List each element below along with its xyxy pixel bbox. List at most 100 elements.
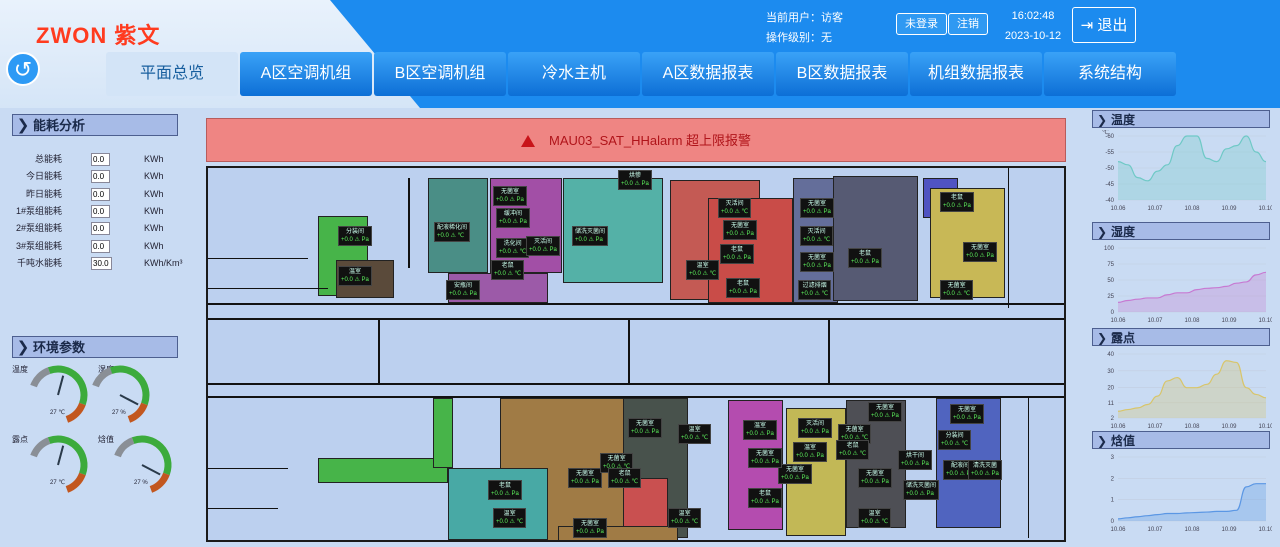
- tab-b-report[interactable]: B区数据报表: [776, 52, 908, 96]
- room-name: 分装间: [945, 433, 964, 439]
- room-sensor[interactable]: 无菌室+0.0 ⚠ ℃: [940, 280, 974, 300]
- room-name: 老鼠: [858, 251, 871, 257]
- energy-unit: KWh/Km³: [144, 257, 183, 268]
- room-sensor[interactable]: 老鼠+0.0 ⚠ ℃: [491, 260, 525, 280]
- room-sensor[interactable]: 温室+0.0 ⚠ Pa: [743, 420, 777, 440]
- sensor-reading: +0.0 ⚠ Pa: [571, 479, 599, 485]
- room-sensor[interactable]: 缓冲间+0.0 ⚠ Pa: [496, 208, 530, 228]
- energy-unit: KWh: [144, 154, 164, 164]
- clock: 16:02:48 2023-10-12: [1004, 6, 1062, 46]
- map-room[interactable]: [318, 458, 448, 483]
- gauge-arc: [65, 402, 86, 423]
- energy-unit: KWh: [144, 171, 164, 182]
- tab-chiller[interactable]: 冷水主机: [508, 52, 640, 96]
- room-sensor[interactable]: 分装间+0.0 ⚠ Pa: [338, 226, 372, 246]
- room-sensor[interactable]: 灭活间+0.0 ⚠ Pa: [798, 418, 832, 438]
- room-sensor[interactable]: 灭活间+0.0 ⚠ ℃: [718, 198, 752, 218]
- tab-a-ahu[interactable]: A区空调机组: [240, 52, 372, 96]
- room-sensor[interactable]: 无菌室+0.0 ⚠ Pa: [568, 468, 602, 488]
- map-wall: [208, 468, 288, 469]
- room-name: 无菌室: [785, 467, 804, 473]
- room-name: 温室: [678, 511, 691, 517]
- room-sensor[interactable]: 老鼠+0.0 ⚠ Pa: [726, 278, 760, 298]
- sensor-reading: +0.0 ⚠ Pa: [781, 475, 809, 481]
- room-sensor[interactable]: 配液稀化间+0.0 ⚠ ℃: [434, 222, 471, 242]
- room-name: 无菌室: [970, 245, 989, 251]
- room-sensor[interactable]: 清洗灭菌+0.0 ⚠ Pa: [968, 460, 1002, 480]
- series-area: [1118, 136, 1266, 200]
- room-name: 老鼠: [758, 491, 771, 497]
- gauge-value: 27 ℃: [50, 479, 65, 486]
- tab-system-structure[interactable]: 系统结构: [1044, 52, 1176, 96]
- tab-unit-report[interactable]: 机组数据报表: [910, 52, 1042, 96]
- room-sensor[interactable]: 老鼠+0.0 ⚠ Pa: [848, 248, 882, 268]
- sensor-reading: +0.0 ⚠ Pa: [499, 219, 527, 225]
- back-icon[interactable]: ↺: [6, 52, 40, 86]
- y-tick-label: 40: [1107, 352, 1114, 358]
- sensor-reading: +0.0 ⚠ Pa: [796, 453, 824, 459]
- series-line: [1117, 135, 1267, 182]
- room-sensor[interactable]: 分装间+0.0 ⚠ ℃: [938, 430, 972, 450]
- room-sensor[interactable]: 老鼠+0.0 ⚠ Pa: [488, 480, 522, 500]
- room-sensor[interactable]: 无菌室+0.0 ⚠ Pa: [723, 220, 757, 240]
- chart-title: ❯温度: [1092, 110, 1270, 128]
- map-wall: [208, 383, 1064, 385]
- current-user-label: 当前用户：访客: [766, 12, 843, 24]
- logout-button[interactable]: 注销: [948, 13, 988, 35]
- header-bar: ZWON 紫文 ↺ 当前用户：访客 操作级别：无 未登录 注销 16:02:48…: [0, 0, 1280, 108]
- room-sensor[interactable]: 温室+0.0 ⚠ Pa: [338, 266, 372, 286]
- room-sensor[interactable]: 灭活间+0.0 ⚠ Pa: [526, 236, 560, 256]
- room-sensor[interactable]: 无菌室 +0.0 ⚠ Pa: [778, 464, 812, 484]
- room-sensor[interactable]: 烘惨+0.0 ⚠ Pa: [618, 170, 652, 190]
- gauge-label: 温度: [12, 364, 28, 374]
- room-sensor[interactable]: 无菌室+0.0 ⚠ Pa: [858, 468, 892, 488]
- y-tick-label: -45: [1105, 182, 1114, 188]
- room-sensor[interactable]: 无菌室+0.0 ⚠ Pa: [800, 252, 834, 272]
- room-name: 无菌室: [607, 456, 626, 462]
- map-room[interactable]: [448, 468, 548, 540]
- room-sensor[interactable]: 温室+0.0 ⚠ Pa: [793, 442, 827, 462]
- room-sensor[interactable]: 无菌室+0.0 ⚠ Pa: [800, 198, 834, 218]
- chart-title: ❯焓值: [1092, 431, 1270, 449]
- tab-a-report[interactable]: A区数据报表: [642, 52, 774, 96]
- map-room[interactable]: [833, 176, 918, 301]
- room-sensor[interactable]: 烘干间+0.0 ⚠ Pa: [898, 450, 932, 470]
- room-sensor[interactable]: 无菌室+0.0 ⚠ Pa: [573, 518, 607, 538]
- room-sensor[interactable]: 储洗灭菌间+0.0 ⚠ Pa: [572, 226, 609, 246]
- room-sensor[interactable]: 无菌室+0.0 ⚠ Pa: [748, 448, 782, 468]
- room-sensor[interactable]: 灭活间+0.0 ⚠ ℃: [800, 226, 834, 246]
- exit-button[interactable]: ⇥ 退出: [1072, 7, 1136, 43]
- room-sensor[interactable]: 无菌室+0.0 ⚠ Pa: [868, 402, 902, 422]
- room-sensor[interactable]: 老鼠+0.0 ⚠ Pa: [720, 244, 754, 264]
- room-sensor[interactable]: 温室+0.0 ⚠ ℃: [668, 508, 702, 528]
- gauge-arc: [131, 435, 172, 476]
- room-sensor[interactable]: 老鼠+0.0 ⚠ ℃: [836, 440, 870, 460]
- room-sensor[interactable]: 安瓶间+0.0 ⚠ Pa: [446, 280, 480, 300]
- room-sensor[interactable]: 无菌室+0.0 ⚠ Pa: [628, 418, 662, 438]
- alarm-banner[interactable]: MAU03_SAT_HHalarm 超上限报警: [206, 118, 1066, 162]
- gauge-arc: [109, 365, 150, 406]
- room-sensor[interactable]: 老鼠+0.0 ⚠ ℃: [608, 468, 642, 488]
- room-sensor[interactable]: 老鼠+0.0 ⚠ Pa: [940, 192, 974, 212]
- sensor-reading: +0.0 ⚠ Pa: [729, 289, 757, 295]
- room-sensor[interactable]: 过滤排烟 +0.0 ⚠ ℃: [798, 280, 832, 300]
- room-sensor[interactable]: 温室+0.0 ⚠ ℃: [678, 424, 712, 444]
- room-sensor[interactable]: 无菌室+0.0 ⚠ Pa: [963, 242, 997, 262]
- room-sensor[interactable]: 老鼠+0.0 ⚠ Pa: [748, 488, 782, 508]
- tab-b-ahu[interactable]: B区空调机组: [374, 52, 506, 96]
- room-sensor[interactable]: 储洗灭菌间+0.0 ⚠ Pa: [903, 480, 940, 500]
- gauge-arc: [47, 365, 88, 406]
- room-name: 过滤排烟: [802, 283, 827, 289]
- user-info: 当前用户：访客 操作级别：无: [766, 8, 843, 48]
- room-sensor[interactable]: 洗化间+0.0 ⚠ ℃: [496, 238, 530, 258]
- tab-overview[interactable]: 平面总览: [106, 52, 238, 96]
- room-sensor[interactable]: 温室+0.0 ⚠ ℃: [858, 508, 892, 528]
- room-sensor[interactable]: 无菌室+0.0 ⚠ Pa: [493, 186, 527, 206]
- room-sensor[interactable]: 无菌室+0.0 ⚠ Pa: [950, 404, 984, 424]
- login-button[interactable]: 未登录: [896, 13, 947, 35]
- chart-title: ❯露点: [1092, 328, 1270, 346]
- map-room[interactable]: [433, 398, 453, 468]
- room-sensor[interactable]: 温室+0.0 ⚠ ℃: [493, 508, 527, 528]
- sensor-reading: +0.0 ⚠ ℃: [801, 291, 829, 297]
- room-sensor[interactable]: 温室+0.0 ⚠ ℃: [686, 260, 720, 280]
